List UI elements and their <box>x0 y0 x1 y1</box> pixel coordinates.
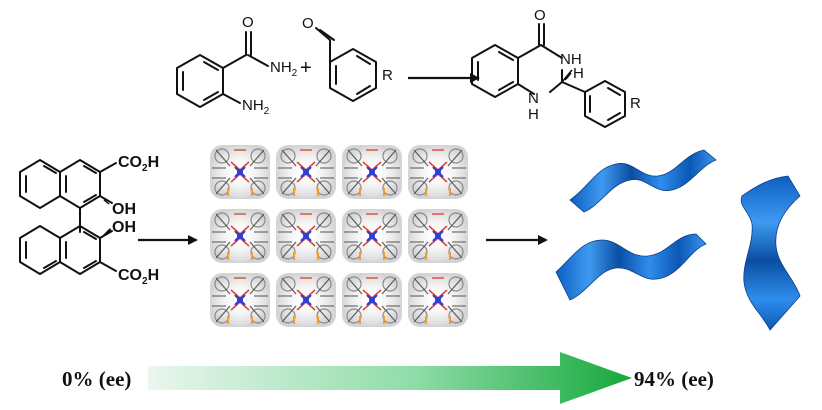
exfoliation-arrow <box>486 235 548 245</box>
nanosheet-top <box>569 149 717 213</box>
assembly-arrow <box>138 235 198 245</box>
reaction-scheme: O NH2 NH2 + O R <box>176 7 641 128</box>
ee-gradient-arrow <box>148 352 632 404</box>
aldehyde-oxygen-label: O <box>302 15 314 32</box>
framework-cell <box>274 271 338 329</box>
ee-end-label: 94% (ee) <box>634 367 714 391</box>
framework-cell <box>406 143 470 201</box>
reactant-aminobenzamide: O NH2 NH2 <box>176 14 298 117</box>
framework-cell <box>340 143 404 201</box>
product-dihydroquinazolinone: O NH H N H R <box>471 7 641 128</box>
bottom-oh-label: OH <box>112 219 136 236</box>
framework-cell <box>274 207 338 265</box>
reactant-benzaldehyde: O R <box>302 15 393 102</box>
nanosheet-vertical <box>740 175 801 331</box>
framework-cell <box>340 271 404 329</box>
framework-cell <box>406 271 470 329</box>
framework-cell <box>340 207 404 265</box>
framework-cell <box>274 143 338 201</box>
top-oh-label: OH <box>112 201 136 218</box>
product-h-bottom-label: H <box>528 106 539 123</box>
binol-ligand: CO2H OH OH CO2H <box>19 154 159 287</box>
amine-nh2-label: NH2 <box>242 97 270 117</box>
amide-nh2-label: NH2 <box>270 59 298 79</box>
product-stereo-h-label: H <box>573 65 584 82</box>
product-n-bottom-label: N <box>528 90 539 107</box>
nanosheet-bottom <box>555 233 707 301</box>
framework-cell <box>406 207 470 265</box>
framework-cell <box>208 207 272 265</box>
aldehyde-r-label: R <box>382 67 393 84</box>
product-oxygen-label: O <box>534 7 546 24</box>
ee-scale: 0% (ee) 94% (ee) <box>62 352 714 404</box>
product-nh-top-label: NH <box>560 51 582 68</box>
reaction-arrow <box>408 73 480 83</box>
framework-structure <box>208 143 470 329</box>
top-co2h-label: CO2H <box>118 154 159 174</box>
nanosheets <box>555 149 801 331</box>
framework-cell <box>208 143 272 201</box>
plus-sign: + <box>300 57 312 79</box>
amide-oxygen-label: O <box>242 14 254 31</box>
product-r-label: R <box>630 95 641 112</box>
ee-start-label: 0% (ee) <box>62 367 131 391</box>
bottom-co2h-label: CO2H <box>118 267 159 287</box>
framework-cell <box>208 271 272 329</box>
